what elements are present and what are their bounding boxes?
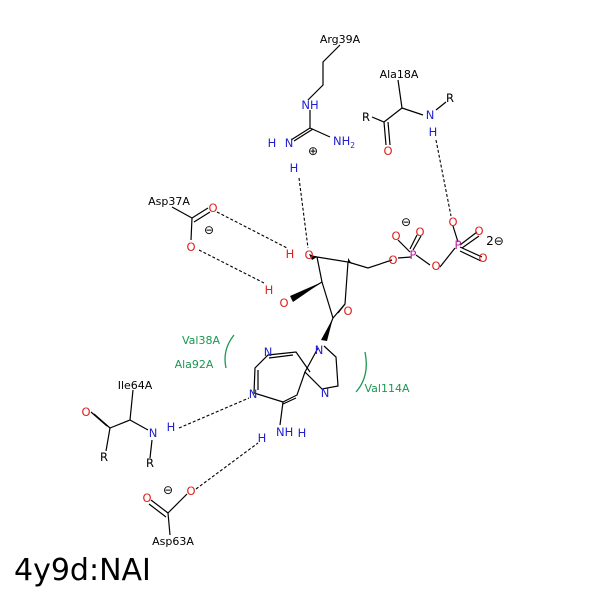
atom-n1: N — [249, 387, 258, 401]
residue-val114: Val114A — [365, 382, 410, 395]
atom-o5: O — [388, 253, 397, 267]
atom-r-ile64-bottom: R — [146, 456, 154, 470]
atom-h-o2: H — [265, 283, 274, 297]
hydrophobic-arcs — [224, 334, 367, 393]
residue-arg39: Arg39A — [320, 33, 361, 46]
atom-n-arg: N — [285, 136, 294, 150]
atom-h-n6: H — [258, 431, 267, 445]
bond-skeleton — [90, 44, 483, 536]
atom-r-ala18-left: R — [362, 110, 370, 124]
ligand-title: 4y9d:NAI — [14, 553, 151, 588]
atom-n7: N — [321, 386, 330, 400]
atom-n-ile64: N — [149, 426, 158, 440]
atom-p2: P — [455, 238, 462, 252]
atom-n-ala18: N — [426, 108, 435, 122]
atom-p1: P — [410, 248, 417, 262]
atom-p2-o-down: O — [478, 251, 487, 265]
atom-n6: NH — [276, 425, 293, 439]
atom-h-o3: H — [286, 247, 295, 261]
minus-charge-p1: ⊖ — [401, 215, 411, 229]
atom-nh2-arg: NH2 — [333, 134, 355, 150]
atom-h-arg-down: H — [290, 161, 299, 175]
residue-asp63: Asp63A — [152, 535, 194, 548]
hydrogen-bonds — [178, 139, 452, 490]
atom-p2-o-up: O — [448, 215, 457, 229]
minus-charge-asp63: ⊖ — [163, 483, 173, 497]
atom-p1-o-left: O — [391, 229, 400, 243]
stereo-wedges — [290, 254, 352, 341]
atom-o-asp37-top: O — [208, 201, 217, 215]
atom-o-ile64: O — [81, 405, 90, 419]
atom-n3: N — [264, 345, 273, 359]
atom-r-ile64-left: R — [100, 450, 108, 464]
atom-nh-arg: NH — [301, 98, 318, 112]
atom-h-ala18: H — [429, 125, 438, 139]
atom-bridge-o: O — [431, 259, 440, 273]
atom-o-asp37-bottom: O — [186, 240, 195, 254]
plus-charge: ⊕ — [308, 144, 318, 158]
atom-h-n6-right: H — [298, 426, 307, 440]
val114-arc — [355, 351, 367, 393]
atom-o3: O — [304, 248, 313, 262]
residue-ala18: Ala18A — [380, 68, 419, 81]
atom-p1-o-up: O — [415, 225, 424, 239]
residue-ala92: Ala92A — [175, 358, 214, 371]
atom-o-asp63-left: O — [142, 491, 151, 505]
atom-labels: NH N H H NH2 ⊕ R R N H O O O ⊖ H O H O O… — [81, 91, 503, 505]
atom-h-arg-left: H — [268, 136, 277, 150]
residue-asp37: Asp37A — [148, 195, 190, 208]
atom-n9: N — [315, 343, 324, 357]
atom-o-asp63-right: O — [186, 484, 195, 498]
atom-h-ile64: H — [167, 420, 176, 434]
atom-o-ring: O — [343, 304, 352, 318]
val38-arc — [224, 334, 235, 369]
atom-o-ala18: O — [383, 144, 392, 158]
atom-o2: O — [279, 296, 288, 310]
residue-labels: Arg39A Ala18A Asp37A Val38A Ala92A Ile64… — [118, 33, 419, 548]
residue-val38: Val38A — [182, 334, 220, 347]
atom-p2-o-right: O — [474, 224, 483, 238]
atom-r-ala18-right: R — [446, 91, 454, 105]
minus-charge-asp37: ⊖ — [204, 223, 214, 237]
two-minus-charge: 2⊖ — [486, 234, 504, 248]
residue-ile64: Ile64A — [118, 379, 153, 392]
